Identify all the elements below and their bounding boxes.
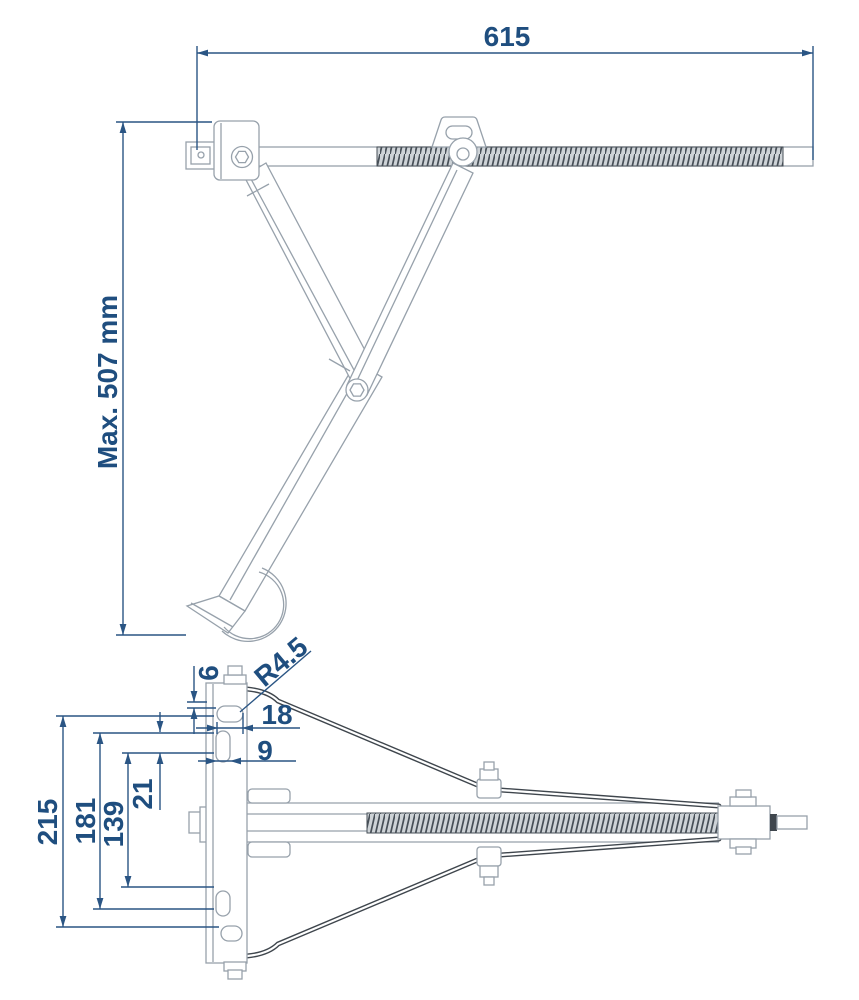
plate-slot-upper — [215, 730, 231, 763]
arrowhead-up — [124, 753, 132, 764]
arrowhead-down — [59, 916, 67, 927]
dim-215-label: 215 — [32, 799, 63, 846]
arrowhead-down — [156, 721, 164, 732]
clevis-flange-bottom — [247, 841, 291, 858]
stay-tube-bottom-highlight — [245, 837, 721, 958]
trunnion-pin — [456, 147, 470, 161]
plate-slot-lower — [215, 890, 231, 917]
threaded-spindle-plan — [366, 812, 719, 834]
foot-cap-edge — [190, 602, 234, 628]
dim-18-label: 18 — [261, 699, 292, 730]
dimension-139: 139 — [98, 752, 214, 888]
arrowhead-up — [59, 716, 67, 727]
drive-socket-hole — [197, 151, 205, 159]
arrowhead-down — [190, 691, 198, 702]
gear-cap-top — [735, 789, 752, 798]
output-shaft — [776, 815, 808, 830]
brace-link — [346, 162, 474, 396]
arrowhead-down — [124, 876, 132, 887]
arrowhead-up — [119, 122, 127, 133]
dimension-max-height: Max. 507 mm — [92, 121, 212, 636]
arrowhead-right — [802, 49, 813, 57]
mounting-plate — [205, 682, 248, 964]
side-view: 615 Max. 507 mm — [92, 21, 814, 642]
plate-hole-oval — [220, 925, 243, 942]
arrowhead-right — [207, 724, 218, 732]
arrowhead-left — [230, 757, 241, 765]
head-bolt-hex — [234, 150, 250, 164]
gear-housing-plan — [717, 805, 771, 840]
threaded-spindle — [376, 146, 784, 167]
drive-socket-square — [190, 146, 211, 165]
dim-6-label: 6 — [193, 665, 224, 681]
foot-skid-inner — [223, 571, 285, 640]
dim-181-label: 181 — [70, 798, 101, 845]
arrowhead-left — [242, 724, 253, 732]
arrowhead-down — [96, 898, 104, 909]
stay-clamp-bottom-nut — [479, 865, 499, 878]
plan-view: 215 181 139 21 — [32, 631, 808, 980]
plate-bolt-top-cap — [227, 665, 243, 676]
plate-slot-horizontal — [216, 705, 244, 723]
stay-clamp-top — [476, 778, 502, 799]
dim-21-label: 21 — [127, 778, 158, 809]
shaft-coupler — [770, 814, 777, 831]
dim-139-label: 139 — [98, 801, 129, 848]
arrowhead-up — [96, 733, 104, 744]
dim-overall-length-label: 615 — [484, 21, 531, 52]
foot-cap — [185, 595, 246, 634]
stay-clamp-top-cap — [483, 761, 495, 771]
upper-arm-edge — [250, 178, 362, 384]
dimension-181: 181 — [70, 732, 214, 910]
arrowhead-up — [156, 753, 164, 764]
upper-arm-seam — [246, 183, 270, 197]
clevis-flange-top — [247, 788, 291, 804]
leader-line — [239, 650, 312, 713]
brace-link-seam — [328, 358, 351, 372]
stay-clamp-bottom — [476, 846, 502, 867]
gear-nut-top — [729, 796, 757, 807]
upper-arm — [243, 162, 378, 389]
support-leg-edge — [229, 373, 359, 601]
plate-bolt-top — [223, 674, 247, 685]
plate-bolt-bottom-cap — [227, 969, 243, 980]
arrowhead-down — [119, 624, 127, 635]
dimension-215: 215 — [32, 715, 219, 928]
arrowhead-up — [190, 708, 198, 719]
dimension-6: 6 — [187, 665, 224, 734]
clevis-slot — [445, 125, 473, 140]
stay-tube-top-highlight — [245, 687, 721, 808]
arrowhead-left — [197, 49, 208, 57]
dimension-21: 21 — [127, 712, 164, 810]
dim-9-label: 9 — [257, 735, 273, 766]
dimension-9: 9 — [198, 735, 296, 766]
brace-link-edge — [353, 169, 458, 388]
dim-max-height-label: Max. 507 mm — [92, 295, 123, 469]
dimension-18: 18 — [196, 699, 300, 734]
pivot-bolt — [345, 378, 369, 402]
stay-clamp-top-nut — [479, 768, 499, 781]
stay-clamp-bottom-cap — [483, 876, 495, 886]
gear-cap-bottom — [735, 846, 752, 855]
pivot-bolt-hex — [349, 383, 365, 397]
arrowhead-right — [206, 757, 217, 765]
head-bolt — [230, 145, 254, 169]
dimension-overall-length: 615 — [196, 21, 814, 160]
foot-skid-outer — [221, 567, 287, 642]
